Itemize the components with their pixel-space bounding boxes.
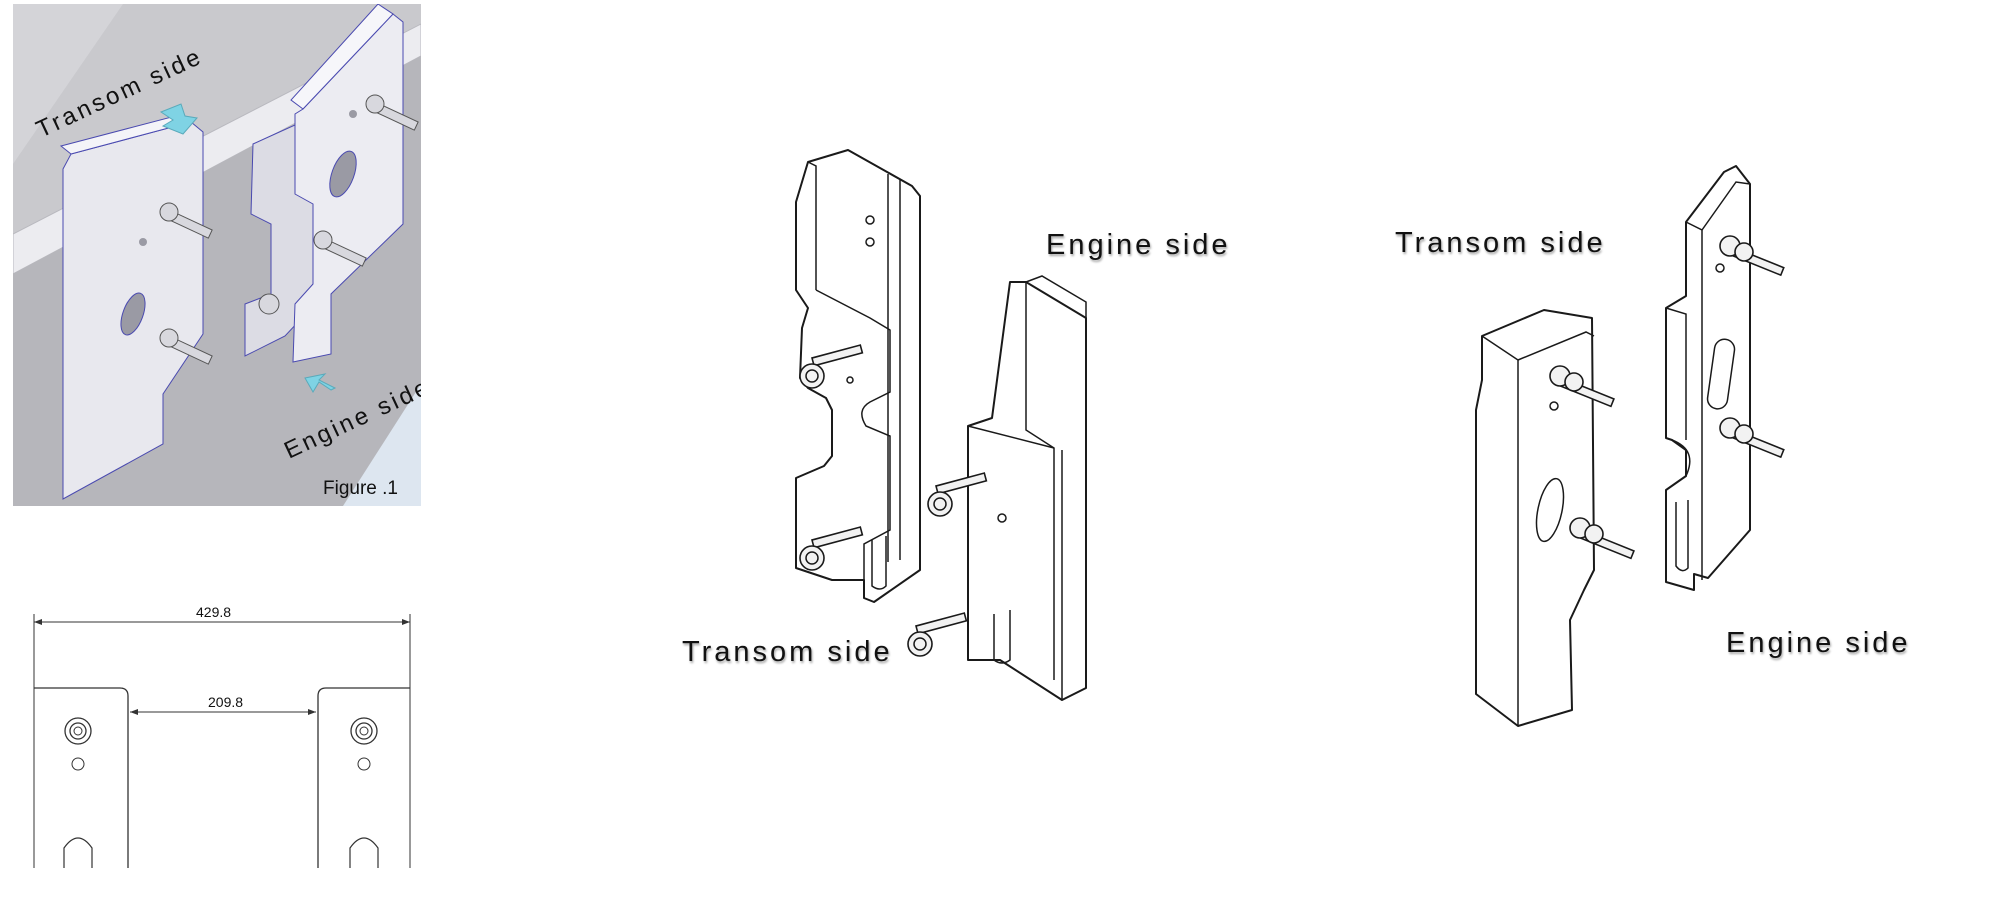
middle-transom-label: Transom side xyxy=(682,636,893,668)
right-transom-label: Transom side xyxy=(1395,227,1606,259)
dimension-drawing: 429.8 209.8 xyxy=(30,604,420,868)
right-engine-label: Engine side xyxy=(1726,627,1911,659)
middle-engine-label: Engine side xyxy=(1046,229,1231,261)
dimension-drawing-lines xyxy=(33,614,411,868)
inner-width-dimension: 209.8 xyxy=(208,694,244,710)
figure-caption: Figure .1 xyxy=(323,478,398,499)
arrow-transom-icon xyxy=(159,103,198,135)
figure-1-panel: Transom side Engine side Figure .1 xyxy=(13,4,421,506)
arrow-engine-icon xyxy=(304,373,337,393)
middle-bracket-drawing xyxy=(795,149,1087,701)
overall-width-dimension: 429.8 xyxy=(196,604,232,620)
figure-1-illustration: Transom side Engine side xyxy=(13,4,421,506)
right-bracket-drawing xyxy=(1475,165,1785,727)
